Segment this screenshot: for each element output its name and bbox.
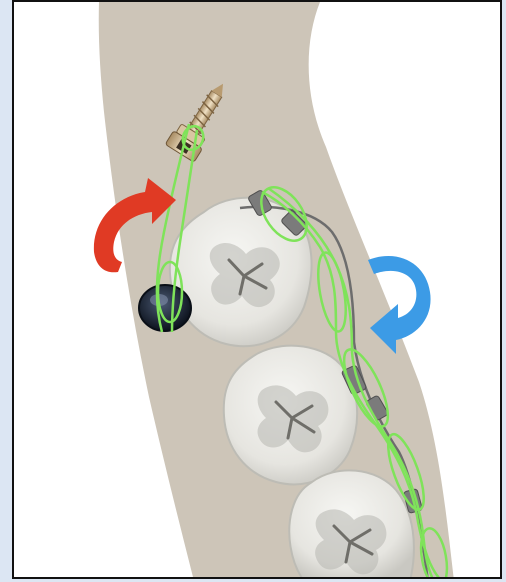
- figure-frame: [12, 0, 502, 579]
- premolar-tooth: [224, 346, 357, 485]
- molar-uprighting-illustration: [14, 2, 502, 579]
